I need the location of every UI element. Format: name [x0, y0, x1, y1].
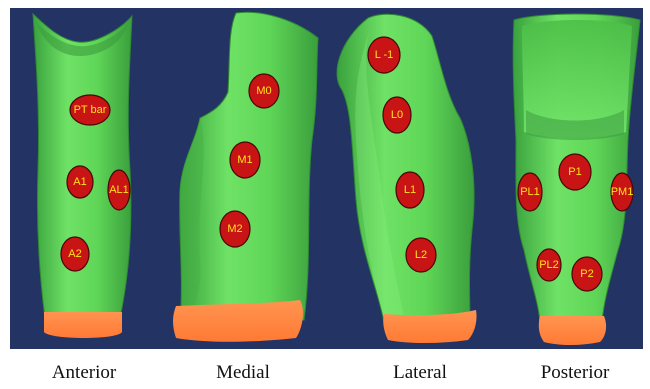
marker-pt-bar: PT bar	[70, 95, 110, 125]
svg-text:L -1: L -1	[375, 49, 394, 61]
marker-l1: L1	[396, 172, 424, 208]
marker-pl1: PL1	[518, 173, 542, 211]
anterior-base	[44, 312, 122, 338]
svg-text:M0: M0	[256, 85, 271, 97]
marker-pm1: PM1	[611, 173, 634, 211]
medial-base	[173, 300, 303, 342]
svg-text:P2: P2	[580, 268, 593, 280]
svg-text:L2: L2	[415, 249, 427, 261]
svg-text:M1: M1	[237, 154, 252, 166]
svg-text:PM1: PM1	[611, 186, 634, 198]
socket-render-panel: PT bar A1 AL1 A2 M0 M1 M2	[10, 8, 643, 349]
view-label-anterior: Anterior	[9, 362, 159, 384]
view-label-posterior: Posterior	[500, 362, 650, 384]
marker-a1: A1	[67, 166, 93, 198]
marker-l0: L0	[383, 97, 411, 133]
svg-text:L0: L0	[391, 109, 403, 121]
posterior-base	[539, 316, 606, 345]
svg-text:A1: A1	[73, 176, 86, 188]
marker-p1: P1	[559, 154, 591, 190]
svg-text:L1: L1	[404, 184, 416, 196]
marker-m0: M0	[249, 74, 279, 108]
marker-m2: M2	[220, 211, 250, 247]
marker-a2: A2	[61, 237, 89, 271]
marker-al1: AL1	[108, 170, 130, 210]
marker-l-minus-1: L -1	[368, 37, 400, 73]
svg-text:PL1: PL1	[520, 186, 540, 198]
view-label-medial: Medial	[168, 362, 318, 384]
marker-p2: P2	[572, 257, 602, 291]
svg-text:P1: P1	[568, 166, 581, 178]
svg-text:PL2: PL2	[539, 259, 559, 271]
svg-text:PT bar: PT bar	[74, 104, 107, 116]
svg-text:A2: A2	[68, 248, 81, 260]
view-label-lateral: Lateral	[345, 362, 495, 384]
marker-m1: M1	[230, 142, 260, 178]
marker-l2: L2	[406, 238, 436, 272]
svg-text:M2: M2	[227, 223, 242, 235]
svg-text:AL1: AL1	[109, 184, 129, 196]
marker-pl2: PL2	[537, 249, 561, 281]
